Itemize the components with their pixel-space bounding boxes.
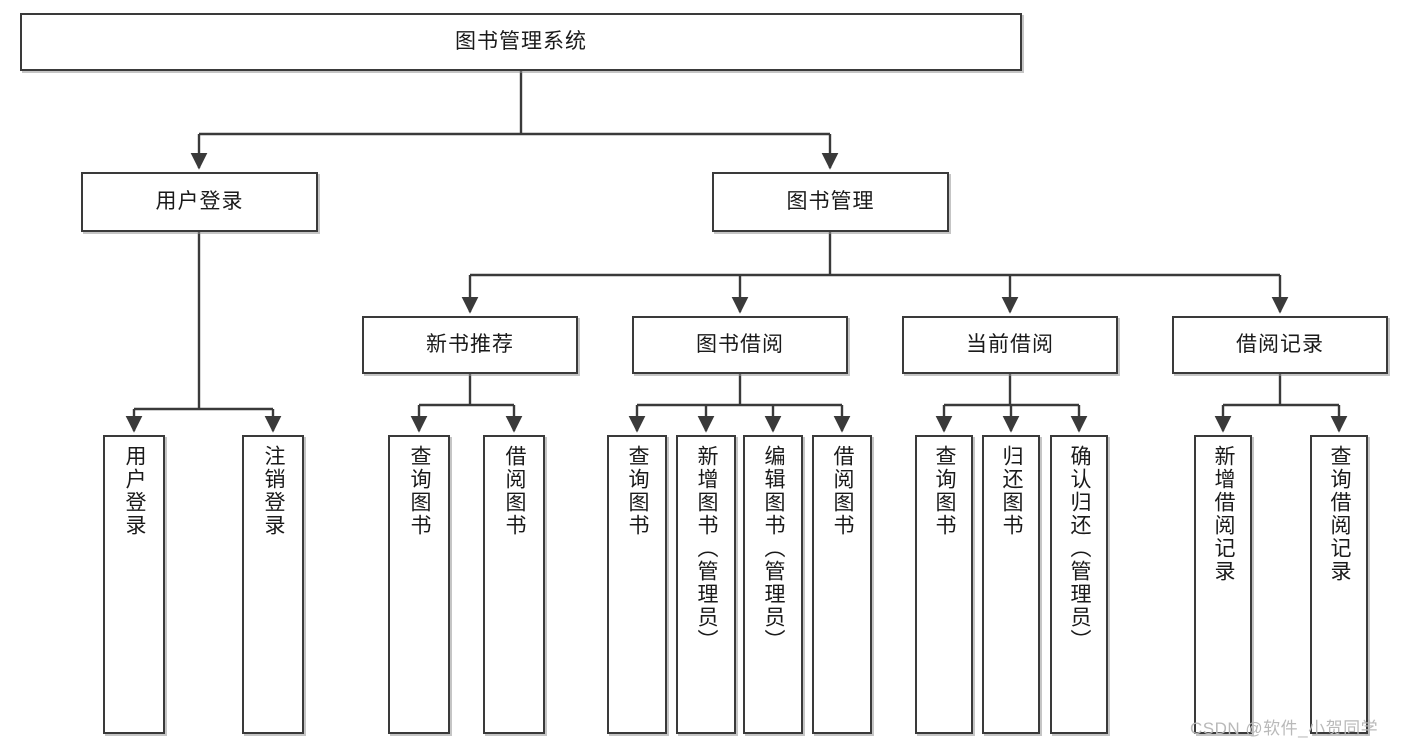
node-leaf-query-book-2-label: 查询图书 — [626, 445, 650, 537]
node-leaf-borrow-book-2-label: 借阅图书 — [831, 445, 855, 537]
node-book-borrow-label: 图书借阅 — [696, 332, 784, 356]
node-leaf-confirm-return-label: 确认归还（管理员） — [1068, 445, 1092, 652]
node-leaf-edit-book[interactable]: 编辑图书（管理员） — [743, 435, 803, 734]
node-leaf-query-book-3-label: 查询图书 — [933, 445, 957, 537]
node-leaf-borrow-book-1-label: 借阅图书 — [503, 445, 527, 537]
node-leaf-query-book-3[interactable]: 查询图书 — [915, 435, 973, 734]
node-book-manage[interactable]: 图书管理 — [712, 172, 949, 232]
node-leaf-query-book-1[interactable]: 查询图书 — [388, 435, 450, 734]
node-leaf-user-logout-label: 注销登录 — [262, 445, 286, 537]
node-book-manage-label: 图书管理 — [786, 189, 875, 213]
node-leaf-query-record[interactable]: 查询借阅记录 — [1310, 435, 1368, 734]
node-user-login-label: 用户登录 — [155, 189, 244, 213]
node-root[interactable]: 图书管理系统 — [20, 13, 1022, 71]
node-leaf-user-logout[interactable]: 注销登录 — [242, 435, 304, 734]
node-leaf-return-book-label: 归还图书 — [1000, 445, 1024, 537]
node-leaf-query-book-2[interactable]: 查询图书 — [607, 435, 667, 734]
node-leaf-add-book[interactable]: 新增图书（管理员） — [676, 435, 736, 734]
node-leaf-add-record[interactable]: 新增借阅记录 — [1194, 435, 1252, 734]
node-leaf-return-book[interactable]: 归还图书 — [982, 435, 1040, 734]
csdn-watermark: CSDN @软件_小贺同学 — [1190, 719, 1379, 738]
node-leaf-query-book-1-label: 查询图书 — [408, 445, 432, 537]
node-borrow-record-label: 借阅记录 — [1236, 332, 1324, 356]
node-current-borrow[interactable]: 当前借阅 — [902, 316, 1118, 374]
node-new-book-rec-label: 新书推荐 — [426, 332, 514, 356]
node-new-book-rec[interactable]: 新书推荐 — [362, 316, 578, 374]
node-leaf-borrow-book-2[interactable]: 借阅图书 — [812, 435, 872, 734]
node-leaf-add-record-label: 新增借阅记录 — [1212, 445, 1236, 583]
node-current-borrow-label: 当前借阅 — [966, 332, 1054, 356]
node-root-label: 图书管理系统 — [455, 29, 587, 53]
node-user-login[interactable]: 用户登录 — [81, 172, 318, 232]
node-leaf-edit-book-label: 编辑图书（管理员） — [762, 445, 786, 652]
node-leaf-add-book-label: 新增图书（管理员） — [695, 445, 719, 652]
node-leaf-user-login-label: 用户登录 — [123, 445, 147, 537]
node-book-borrow[interactable]: 图书借阅 — [632, 316, 848, 374]
node-leaf-borrow-book-1[interactable]: 借阅图书 — [483, 435, 545, 734]
node-leaf-query-record-label: 查询借阅记录 — [1328, 445, 1352, 583]
node-borrow-record[interactable]: 借阅记录 — [1172, 316, 1388, 374]
node-leaf-confirm-return[interactable]: 确认归还（管理员） — [1050, 435, 1108, 734]
node-leaf-user-login[interactable]: 用户登录 — [103, 435, 165, 734]
